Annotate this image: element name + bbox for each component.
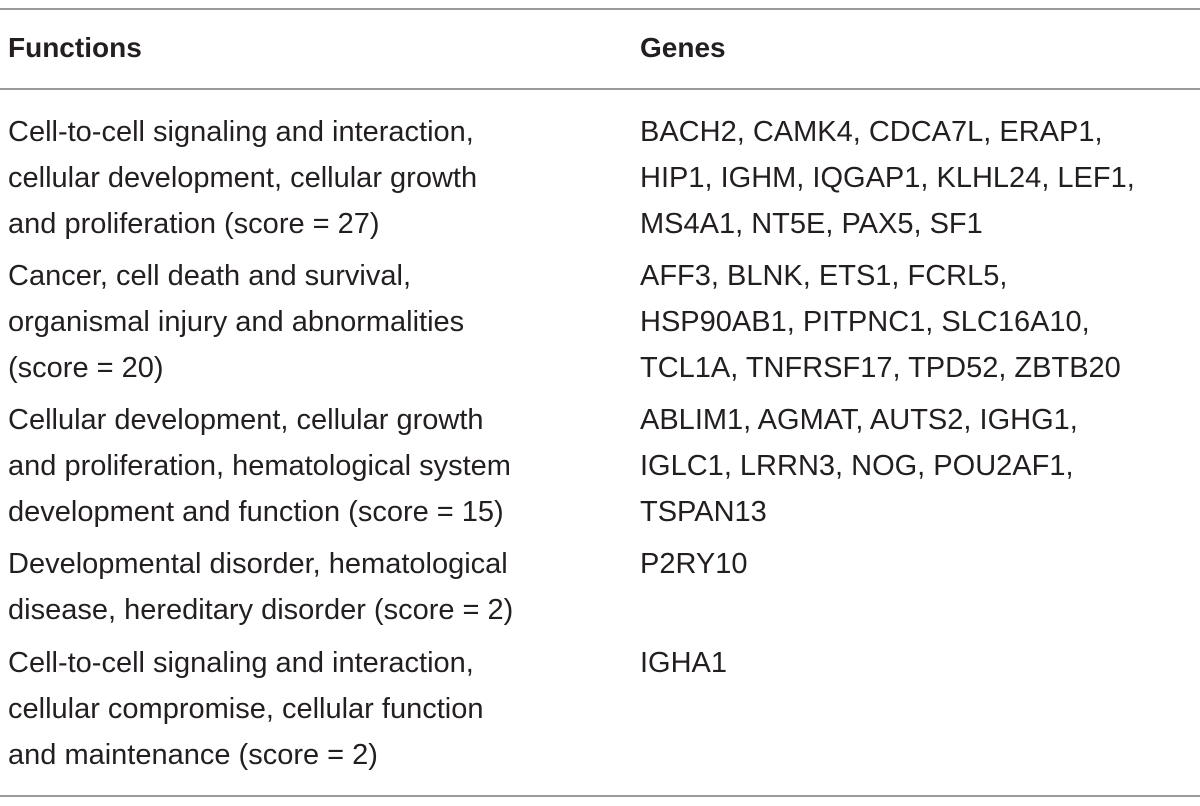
- functions-cell: Cell-to-cell signaling and interaction, …: [8, 116, 478, 240]
- table-top-rule: [0, 8, 1200, 10]
- table-header-rule: [0, 88, 1200, 90]
- genes-cell: P2RY10: [640, 548, 748, 580]
- functions-cell: Cancer, cell death and survival, organis…: [8, 260, 465, 384]
- table-bottom-rule: [0, 795, 1200, 797]
- functions-cell: Cell-to-cell signaling and interaction, …: [8, 647, 484, 771]
- header-genes: Genes: [640, 32, 726, 63]
- genes-cell: AFF3, BLNK, ETS1, FCRL5, HSP90AB1, PITPN…: [640, 260, 1121, 384]
- functions-cell: Cellular development, cellular growth an…: [8, 404, 511, 528]
- genes-cell: ABLIM1, AGMAT, AUTS2, IGHG1, IGLC1, LRRN…: [640, 404, 1078, 528]
- functions-cell: Developmental disorder, hematological di…: [8, 548, 514, 626]
- header-functions: Functions: [8, 32, 142, 63]
- genes-cell: IGHA1: [640, 647, 728, 679]
- genes-cell: BACH2, CAMK4, CDCA7L, ERAP1, HIP1, IGHM,…: [640, 116, 1135, 240]
- table-header-row: Functions Genes: [0, 32, 1200, 72]
